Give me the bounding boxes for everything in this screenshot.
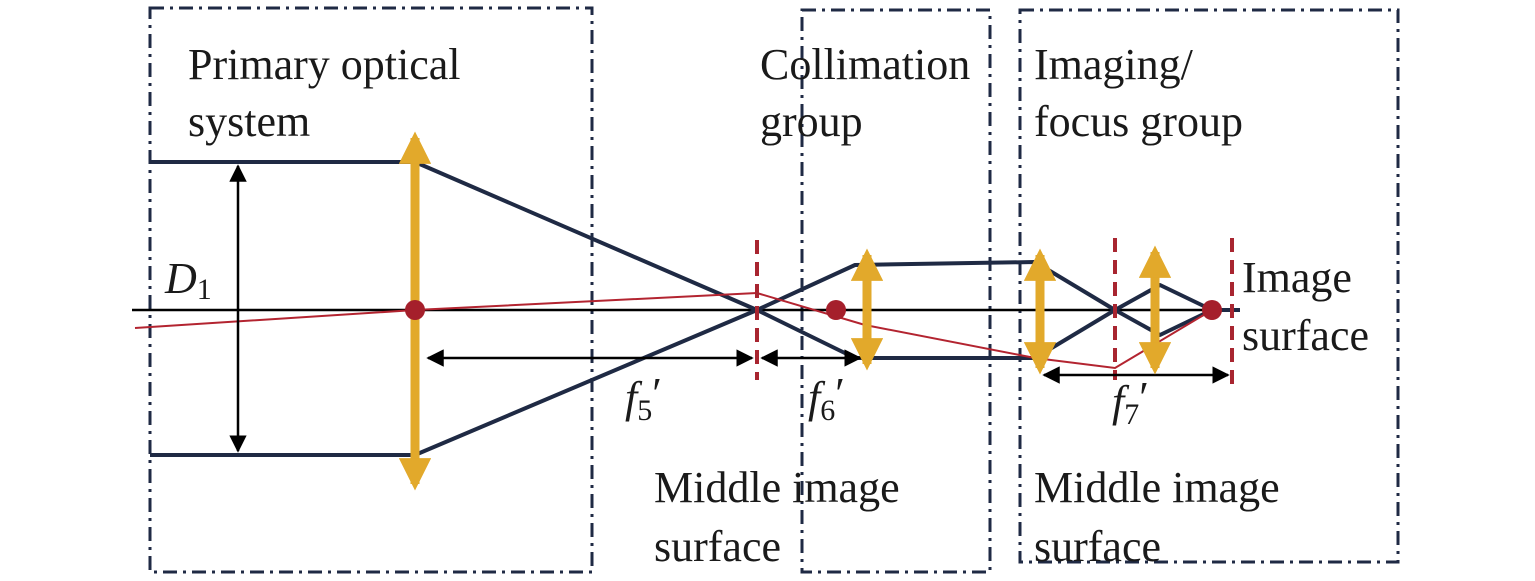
label-f6-prime: ′ bbox=[835, 369, 845, 418]
label-middle-image-2-line1: Middle image bbox=[1034, 463, 1280, 512]
lower-marginal-ray bbox=[150, 308, 1213, 457]
label-image-surface-line2: surface bbox=[1242, 311, 1369, 360]
label-f7: f7′ bbox=[1112, 373, 1149, 431]
label-d1-main: D bbox=[164, 254, 197, 303]
label-image-surface-line1: Image bbox=[1242, 253, 1352, 302]
collimation-focal-point bbox=[826, 300, 846, 320]
label-imaging-line2: focus group bbox=[1034, 97, 1243, 146]
label-middle-image-1-line2: surface bbox=[654, 522, 781, 571]
label-middle-image-2-line2: surface bbox=[1034, 522, 1161, 571]
label-f7-prime: ′ bbox=[1139, 373, 1149, 422]
label-f7-sub: 7 bbox=[1124, 398, 1139, 431]
label-primary-line2: system bbox=[188, 97, 310, 146]
label-f6-sub: 6 bbox=[820, 394, 835, 427]
primary-system-frame bbox=[148, 6, 594, 574]
label-f5: f5′ bbox=[625, 369, 662, 427]
imaging-focal-point bbox=[1202, 300, 1222, 320]
label-primary-line1: Primary optical bbox=[188, 40, 461, 89]
label-d1-sub: 1 bbox=[197, 273, 212, 306]
label-collimation-line1: Collimation bbox=[760, 40, 970, 89]
upper-marginal-ray bbox=[150, 160, 1240, 312]
label-f5-sub: 5 bbox=[637, 394, 652, 427]
label-imaging-line1: Imaging/ bbox=[1034, 40, 1194, 89]
primary-focal-point bbox=[405, 300, 425, 320]
label-middle-image-1-line1: Middle image bbox=[654, 463, 900, 512]
label-d1: D1 bbox=[164, 254, 212, 306]
marginal-rays bbox=[150, 160, 1240, 457]
label-collimation-line2: group bbox=[760, 97, 863, 146]
label-f5-prime: ′ bbox=[652, 369, 662, 418]
label-f6: f6′ bbox=[808, 369, 845, 427]
